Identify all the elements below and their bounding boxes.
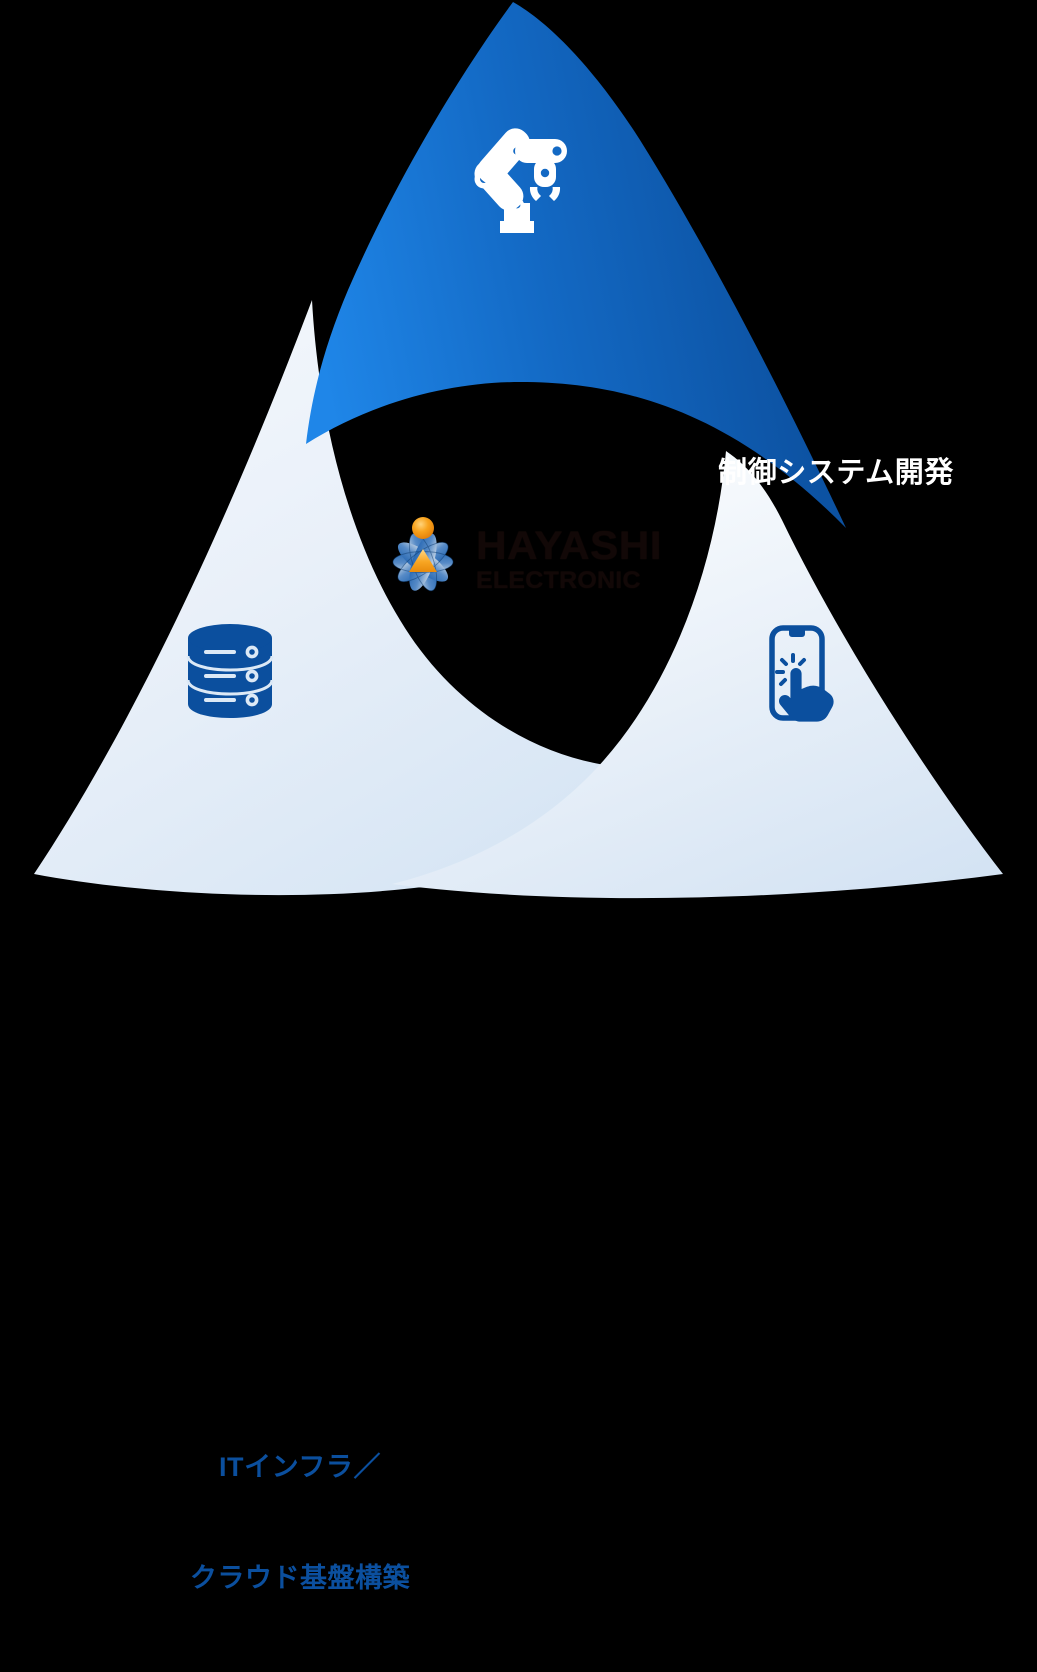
database-stack-icon xyxy=(186,624,274,718)
robot-arm-icon xyxy=(474,128,567,233)
database-icon-box xyxy=(182,622,278,731)
label-line: ITインフラ／ xyxy=(219,1451,381,1482)
node-infrastructure[interactable]: ITインフラ／ クラウド基盤構築 xyxy=(70,622,410,1593)
center-company-logo[interactable]: HAYASHI ELECTRONIC xyxy=(380,512,670,602)
logo-word-sub: ELECTRONIC xyxy=(476,566,641,594)
node-control-system[interactable]: 制御システム開発 xyxy=(318,125,953,489)
diagram-canvas: 制御システム開発 xyxy=(34,2,1003,1594)
robot-arm-icon-box xyxy=(462,125,574,238)
trinity-petals xyxy=(34,2,1003,899)
smartphone-tap-icon xyxy=(769,625,834,722)
label-line: クラウド基盤構築 xyxy=(189,1563,411,1594)
petal-infrastructure[interactable] xyxy=(34,300,648,896)
logo-word-main: HAYASHI xyxy=(476,523,663,568)
node-application[interactable]: アプリケーション 開発・保守 xyxy=(645,622,965,852)
petal-control-system[interactable] xyxy=(306,2,846,528)
petal-application[interactable] xyxy=(392,451,1003,899)
node-infrastructure-label: ITインフラ／ クラウド基盤構築 xyxy=(140,1374,460,1672)
logo-wordmark: HAYASHI ELECTRONIC xyxy=(476,522,662,593)
smartphone-tap-icon-box xyxy=(755,622,855,735)
atom-orbit-icon xyxy=(392,517,454,592)
